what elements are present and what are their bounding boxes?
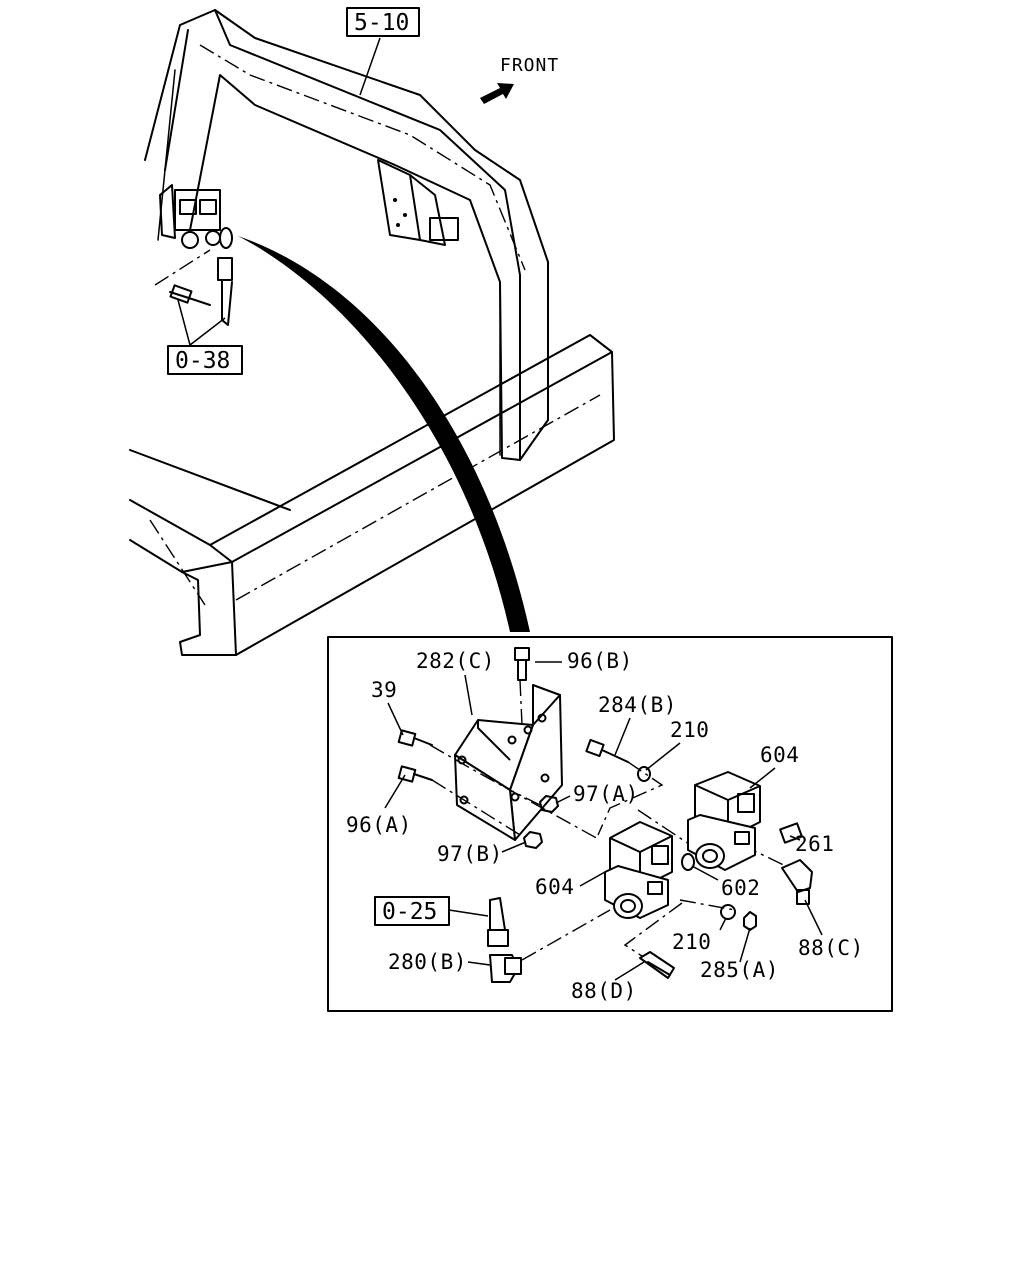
callout-604-rear: 604 <box>760 743 799 767</box>
callout-282c: 282(C) <box>416 649 495 673</box>
callout-280b: 280(B) <box>388 950 467 974</box>
detail-inset: 0-25 282(C) 96(B) 39 284(B) 210 604 97(A… <box>327 636 893 1012</box>
callout-97a: 97(A) <box>573 782 639 806</box>
callout-261: 261 <box>795 832 834 856</box>
ref-box-0-25 <box>374 896 450 926</box>
ref-box-5-10: 5-10 <box>346 7 420 37</box>
chassis-frame <box>129 9 615 656</box>
front-direction-indicator: FRONT <box>480 55 559 104</box>
callout-210-bottom: 210 <box>672 930 711 954</box>
ref-0-25-label: 0-25 <box>382 899 437 925</box>
upper-leaders <box>154 37 381 346</box>
front-arrow-icon <box>480 83 514 104</box>
callout-88c: 88(C) <box>798 936 864 960</box>
callout-284b: 284(B) <box>598 693 677 717</box>
callout-602: 602 <box>721 876 760 900</box>
callout-39: 39 <box>371 678 397 702</box>
callout-96b: 96(B) <box>567 649 633 673</box>
ref-box-0-38: 0-38 <box>167 345 243 375</box>
callout-97b: 97(B) <box>437 842 503 866</box>
ref-5-10-label: 5-10 <box>354 10 409 36</box>
ref-0-38-label: 0-38 <box>175 348 230 374</box>
callout-88d: 88(D) <box>571 979 637 1003</box>
callout-96a: 96(A) <box>346 813 412 837</box>
callout-210-top: 210 <box>670 718 709 742</box>
front-label: FRONT <box>500 55 559 76</box>
callout-604-front: 604 <box>535 875 574 899</box>
detail-zoom-connector <box>238 236 530 632</box>
callout-285a: 285(A) <box>700 958 779 982</box>
